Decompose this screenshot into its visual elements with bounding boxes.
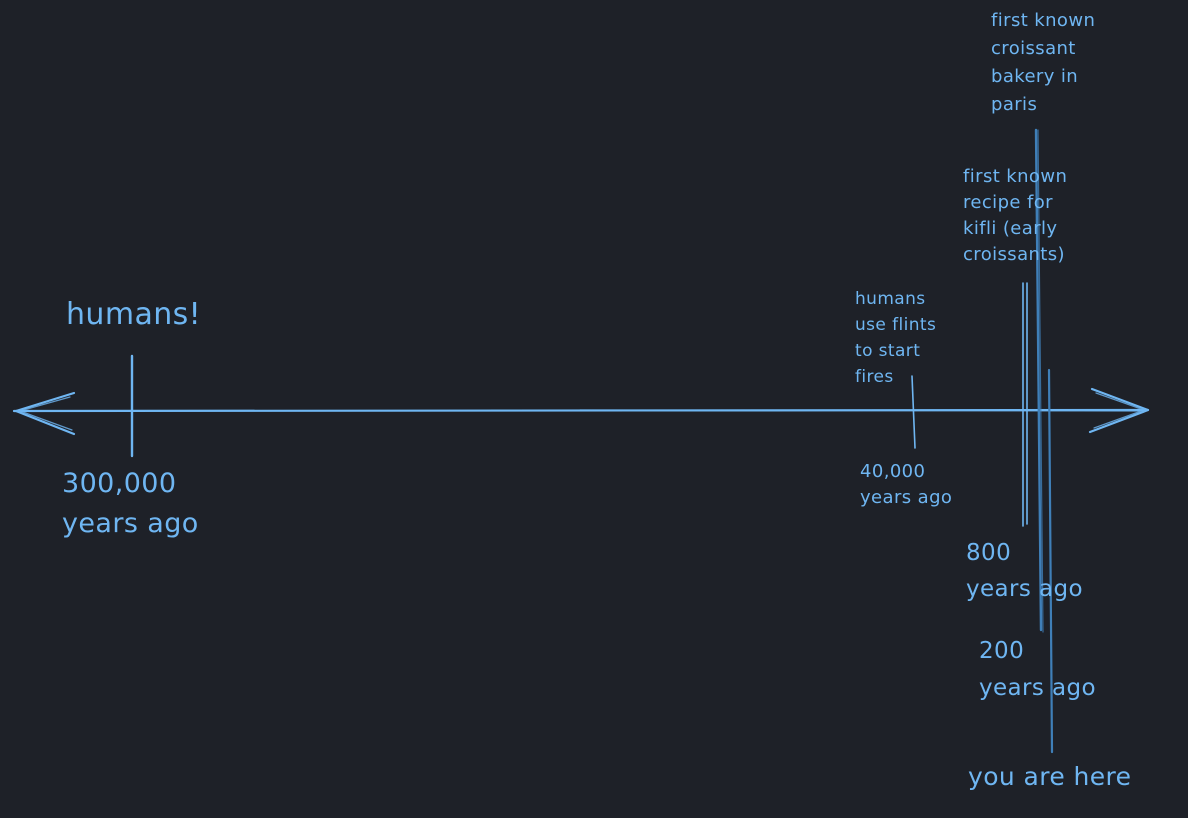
tick-200-years-stroke-2 bbox=[1037, 129, 1044, 633]
event-label-flints: humans use flints to start fires bbox=[855, 289, 937, 387]
tick-you-are-here bbox=[1047, 368, 1054, 754]
event-label-paris-bakery: first known croissant bakery in paris bbox=[991, 10, 1096, 115]
left-arrowhead-icon bbox=[14, 391, 76, 436]
event-time-40000: 40,000 years ago bbox=[860, 461, 953, 508]
tick-200-years bbox=[1034, 128, 1043, 632]
timeline-axis-stroke-2 bbox=[579, 409, 1141, 412]
left-arrowhead-stroke-2 bbox=[19, 396, 73, 431]
tick-40000-years bbox=[911, 375, 916, 449]
right-arrowhead-icon bbox=[1088, 387, 1150, 434]
right-arrowhead-stroke-2 bbox=[1093, 392, 1145, 429]
event-time-you-are-here: you are here bbox=[968, 762, 1132, 791]
event-time-300000: 300,000 years ago bbox=[62, 468, 199, 539]
event-time-800: 800 years ago bbox=[966, 540, 1083, 602]
event-label-humans: humans! bbox=[66, 297, 202, 332]
event-time-200: 200 years ago bbox=[979, 638, 1096, 701]
event-label-kifli: first known recipe for kifli (early croi… bbox=[963, 166, 1068, 265]
